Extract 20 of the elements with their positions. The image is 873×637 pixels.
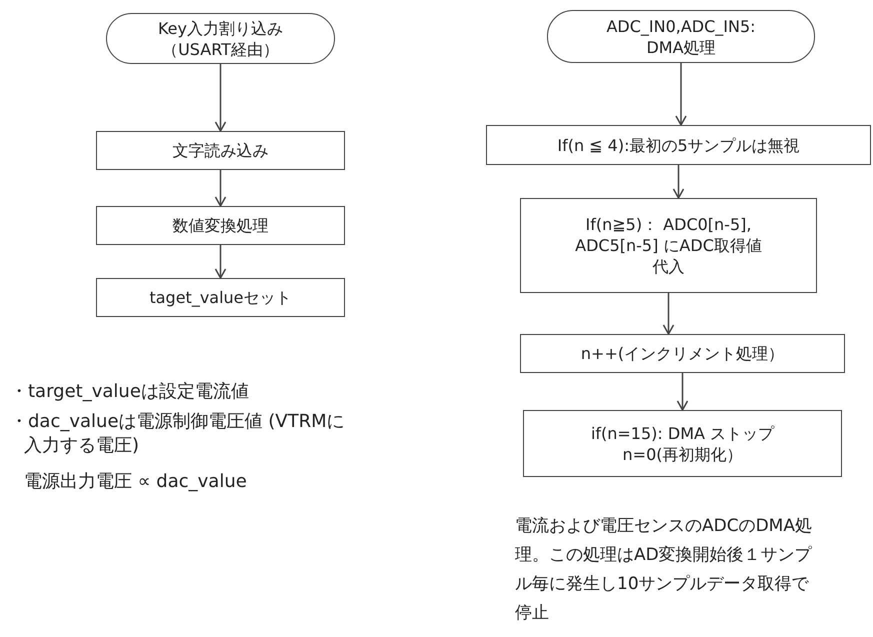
arrow bbox=[214, 64, 226, 132]
arrow bbox=[662, 293, 674, 335]
note-text: ・target_valueは設定電流値 bbox=[10, 380, 250, 404]
arrow bbox=[214, 170, 226, 207]
terminal-box: ADC_IN0,ADC_IN5: DMA処理 bbox=[547, 10, 815, 63]
note-text: 電源出力電圧 ∝ dac_value bbox=[24, 470, 248, 494]
process-box: 文字読み込み bbox=[96, 131, 345, 170]
arrow bbox=[214, 245, 226, 279]
process-box: if(n=15): DMA ストップ n=0(再初期化） bbox=[523, 410, 842, 477]
arrow bbox=[672, 165, 684, 199]
process-box: taget_valueセット bbox=[96, 278, 345, 317]
process-box: n++(インクリメント処理） bbox=[520, 334, 845, 373]
note-text: ・dac_valueは電源制御電圧値 (VTRMに入力する電圧) bbox=[10, 410, 346, 458]
description-text: 電流および電圧センスのADCのDMA処理。この処理はAD変換開始後１サンプル毎に発生し10サンプルデータ取得で停止 bbox=[515, 515, 813, 625]
terminal-box: Key入力割り込み（USART経由） bbox=[106, 13, 335, 64]
arrow bbox=[675, 63, 687, 126]
process-box: 数値変換処理 bbox=[96, 206, 345, 245]
process-box: If(n≧5)： ADC0[n-5], ADC5[n-5] にADC取得値代入 bbox=[520, 198, 817, 293]
process-box: If(n ≦ 4):最初の5サンプルは無視 bbox=[486, 125, 871, 165]
arrow bbox=[676, 373, 688, 411]
